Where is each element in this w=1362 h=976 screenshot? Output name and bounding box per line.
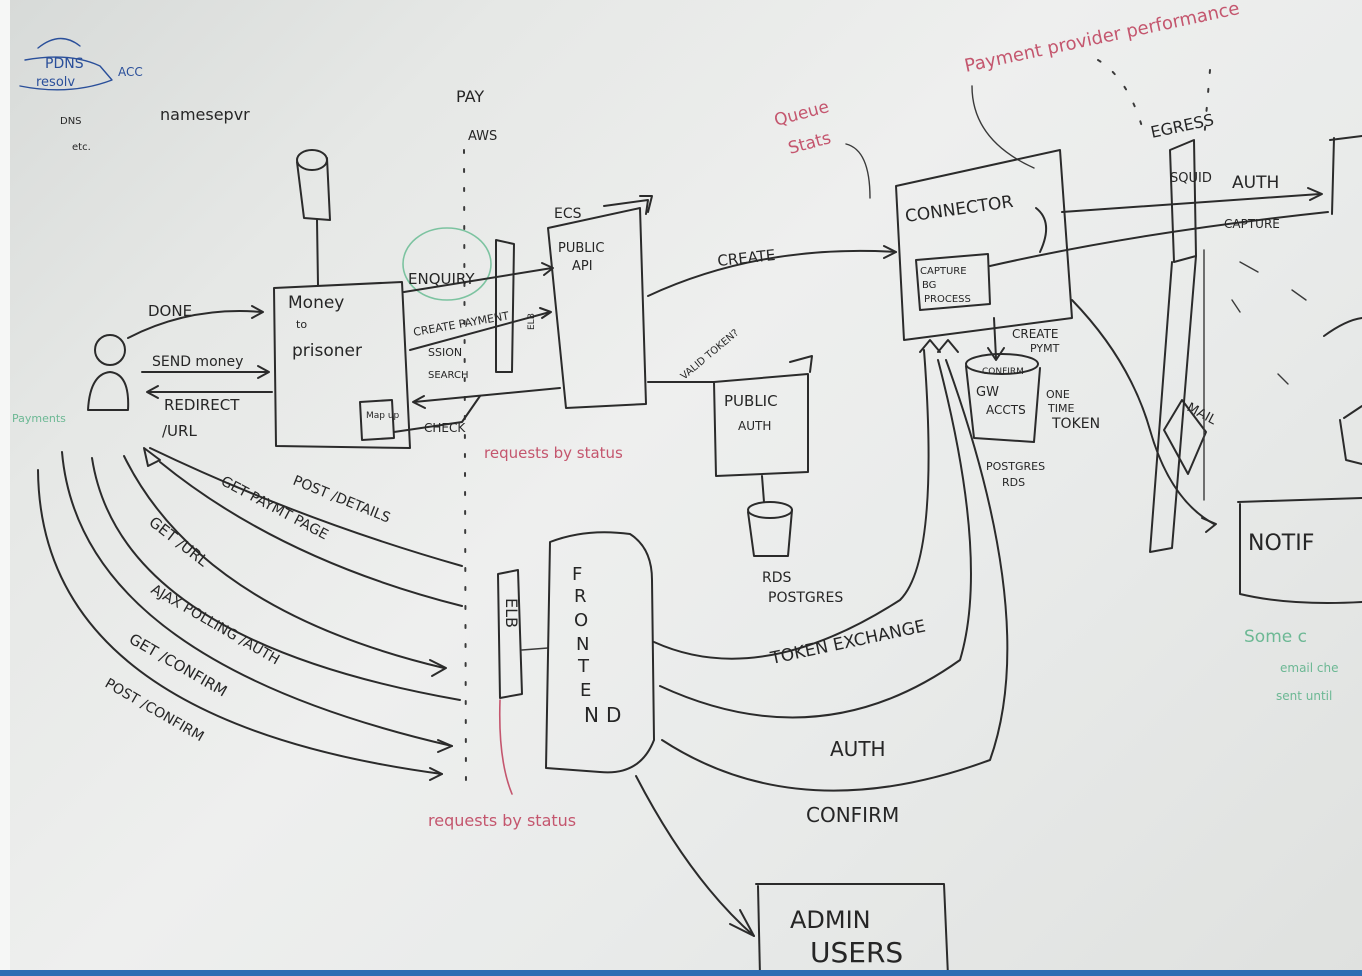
- admin-users-line-2: USERS: [810, 936, 903, 969]
- taskbar-strip: [0, 970, 1362, 976]
- egress-squid-label: SQUID: [1170, 171, 1212, 186]
- note-etc: etc.: [72, 142, 91, 153]
- connector-title: CONNECTOR: [904, 192, 1015, 227]
- zone-aws-label: AWS: [468, 129, 497, 144]
- label-elb-api: ELB: [527, 313, 537, 330]
- create-link: CREATE: [647, 245, 897, 297]
- connector-create-paymt-2: PYMT: [1030, 342, 1060, 355]
- frontend-letter-8: D: [606, 703, 621, 727]
- frontend-letter-6: E: [580, 680, 591, 701]
- frontend-letter-2: R: [574, 586, 587, 607]
- note-namesepvr: namesepvr: [160, 105, 250, 124]
- frontend-letter-3: O: [574, 610, 588, 631]
- label-redirect: REDIRECT: [164, 396, 240, 414]
- connector-postgres-1: POSTGRES: [986, 460, 1045, 473]
- label-search: SEARCH: [428, 370, 468, 381]
- frontend-letter-5: T: [577, 656, 590, 677]
- notify-note-3: sent until: [1276, 689, 1332, 703]
- user-body: [87, 371, 130, 411]
- connector-box: CONNECTOR CAPTURE BG PROCESS CREATE PYMT…: [895, 149, 1100, 489]
- public-api-title-1: PUBLIC: [558, 241, 604, 256]
- egress-mail: MAIL: [1184, 400, 1219, 428]
- queue-stats-1: Queue: [772, 97, 831, 131]
- right-side-marks: [1203, 69, 1307, 501]
- frontend-requests-by-status: requests by status: [428, 811, 576, 830]
- mtp-title-prisoner: prisoner: [292, 341, 362, 361]
- public-api-requests-by-status: requests by status: [484, 444, 623, 462]
- link-confirm: CONFIRM: [806, 803, 899, 827]
- frontend-box: ELB F R O N T E N D requests by status: [428, 531, 655, 830]
- frontend-call-3: GET /URL: [146, 513, 213, 571]
- queue-stats-2: Stats: [786, 128, 833, 159]
- connector-one-time-1: ONE: [1046, 388, 1070, 401]
- frontend-elb-1: ELB: [502, 598, 521, 628]
- rds-postgres-2: POSTGRES: [768, 590, 843, 606]
- public-auth-box: VALID TOKEN? PUBLIC AUTH RDS POSTGRES: [647, 328, 843, 606]
- public-auth-title-2: AUTH: [738, 419, 771, 433]
- frontend-letter-7: N: [584, 703, 599, 727]
- public-api-ecs: ECS: [554, 206, 582, 222]
- label-enquiry: ENQUIRY: [408, 270, 475, 288]
- frontend-letter-4: N: [576, 634, 589, 655]
- label-check: CHECK: [424, 421, 466, 435]
- label-done: DONE: [148, 302, 192, 320]
- frontend-call-5: GET /CONFIRM: [126, 630, 230, 701]
- connector-capture-2: BG: [922, 280, 936, 291]
- window-left-edge: [0, 0, 10, 976]
- link-auth: AUTH: [830, 737, 886, 761]
- connector-confirm: CONFIRM: [982, 367, 1024, 377]
- note-acc: ACC: [118, 65, 143, 79]
- connector-capture-3: PROCESS: [924, 294, 971, 305]
- connector-one-time-2: TIME: [1047, 402, 1074, 415]
- label-session: SSION: [428, 346, 462, 359]
- admin-users-line-1: ADMIN: [790, 906, 871, 934]
- notify-title: NOTIF: [1248, 531, 1314, 556]
- public-auth-title-1: PUBLIC: [724, 392, 778, 410]
- rds-postgres-1: RDS: [762, 570, 792, 586]
- mtp-mapup: Map up: [366, 411, 400, 421]
- label-valid-token: VALID TOKEN?: [679, 328, 741, 383]
- notify-box: NOTIF Some c email che sent until: [1237, 317, 1362, 703]
- connector-gw-accts-1: GW: [976, 385, 999, 400]
- label-url: /URL: [162, 422, 197, 440]
- public-api-box: ECS PUBLIC API requests by status: [484, 195, 653, 462]
- user-figure: Payments: [12, 334, 130, 425]
- frontend-letter-1: F: [572, 564, 582, 585]
- egress-auth: AUTH: [1232, 173, 1279, 193]
- zone-pay-label: PAY: [456, 87, 484, 106]
- label-create: CREATE: [717, 246, 777, 270]
- user-mtp-arrows: DONE SEND money REDIRECT /URL: [127, 302, 273, 440]
- mtp-title-to: to: [296, 318, 307, 331]
- label-send-money: SEND money: [152, 354, 243, 370]
- connector-one-time-3: TOKEN: [1051, 416, 1100, 432]
- frontend-call-6: POST /CONFIRM: [102, 676, 206, 746]
- notify-note-2: email che: [1280, 661, 1339, 675]
- public-api-title-2: API: [572, 259, 593, 274]
- mtp-title-money: Money: [288, 293, 344, 313]
- link-token-exchange: TOKEN EXCHANGE: [768, 617, 928, 670]
- connector-postgres-2: RDS: [1002, 476, 1025, 489]
- connector-create-paymt-1: CREATE: [1012, 327, 1059, 341]
- notify-note-1: Some c: [1244, 627, 1307, 647]
- egress-squid: EGRESS SQUID AUTH CAPTURE MAIL: [989, 110, 1362, 553]
- frontend-connector-links: TOKEN EXCHANGE AUTH CONFIRM: [653, 349, 1009, 827]
- note-resolv: resolv: [36, 75, 75, 90]
- frontend-calls: POST /DETAILS GET PAYMT PAGE GET /URL AJ…: [37, 447, 463, 781]
- mtp-public-api-calls: ENQUIRY CREATE PAYMENT SSION SEARCH CHEC…: [393, 227, 561, 435]
- money-to-prisoner-box: Money to prisoner Map up: [273, 149, 411, 449]
- payment-provider-performance: Payment provider performance: [963, 0, 1242, 77]
- aws-zone-boundary: PAY AWS: [456, 87, 497, 791]
- admin-users-box: ADMIN USERS: [635, 775, 949, 976]
- note-dns: DNS: [60, 116, 82, 127]
- connector-gw-accts-2: ACCTS: [986, 403, 1026, 417]
- top-left-notes: PDNS resolv ACC namesepvr DNS etc.: [19, 37, 250, 153]
- connector-capture-1: CAPTURE: [920, 266, 967, 277]
- user-head: [94, 334, 126, 366]
- egress-capture: CAPTURE: [1224, 217, 1280, 231]
- note-pdns: PDNS: [45, 56, 84, 72]
- user-payments-label: Payments: [12, 412, 66, 425]
